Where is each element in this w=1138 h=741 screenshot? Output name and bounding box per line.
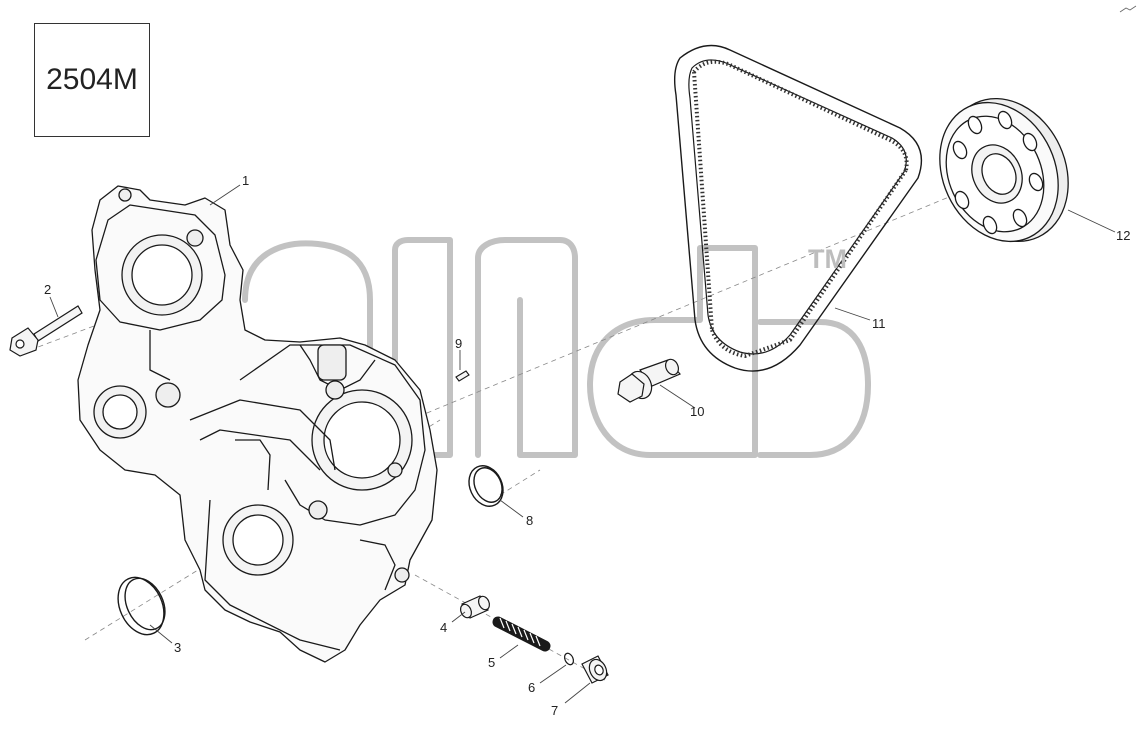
callout-5: 5 — [488, 655, 496, 670]
callout-6: 6 — [528, 680, 536, 695]
callout-7: 7 — [551, 703, 559, 718]
callout-3: 3 — [174, 640, 182, 655]
part-10-bolt — [617, 358, 681, 403]
diagram-code-label: 2504M — [46, 63, 138, 96]
callout-2: 2 — [44, 282, 52, 297]
callout-10: 10 — [690, 404, 705, 419]
part-8-oring — [468, 465, 504, 507]
part-12-pulley — [939, 97, 1069, 243]
callout-12: 12 — [1116, 228, 1131, 243]
part-6-ring — [563, 652, 575, 666]
leader-lines — [49, 184, 1116, 704]
part-3-seal — [117, 576, 166, 636]
part-5-spring — [492, 616, 551, 652]
watermark-trademark: TM — [808, 244, 847, 274]
diagram-code-box: 2504M — [34, 23, 150, 137]
corner-mark — [1119, 5, 1137, 13]
callout-4: 4 — [440, 620, 448, 635]
callout-1: 1 — [242, 173, 250, 188]
part-9-pin — [455, 370, 470, 382]
part-4-bushing — [459, 595, 491, 619]
timing-cover — [77, 185, 438, 663]
part-2-bolt — [9, 305, 83, 357]
part-11-belt — [673, 44, 923, 372]
callout-8: 8 — [526, 513, 534, 528]
part-7-plug — [581, 655, 609, 684]
callout-9: 9 — [455, 336, 463, 351]
callout-11: 11 — [872, 316, 886, 331]
